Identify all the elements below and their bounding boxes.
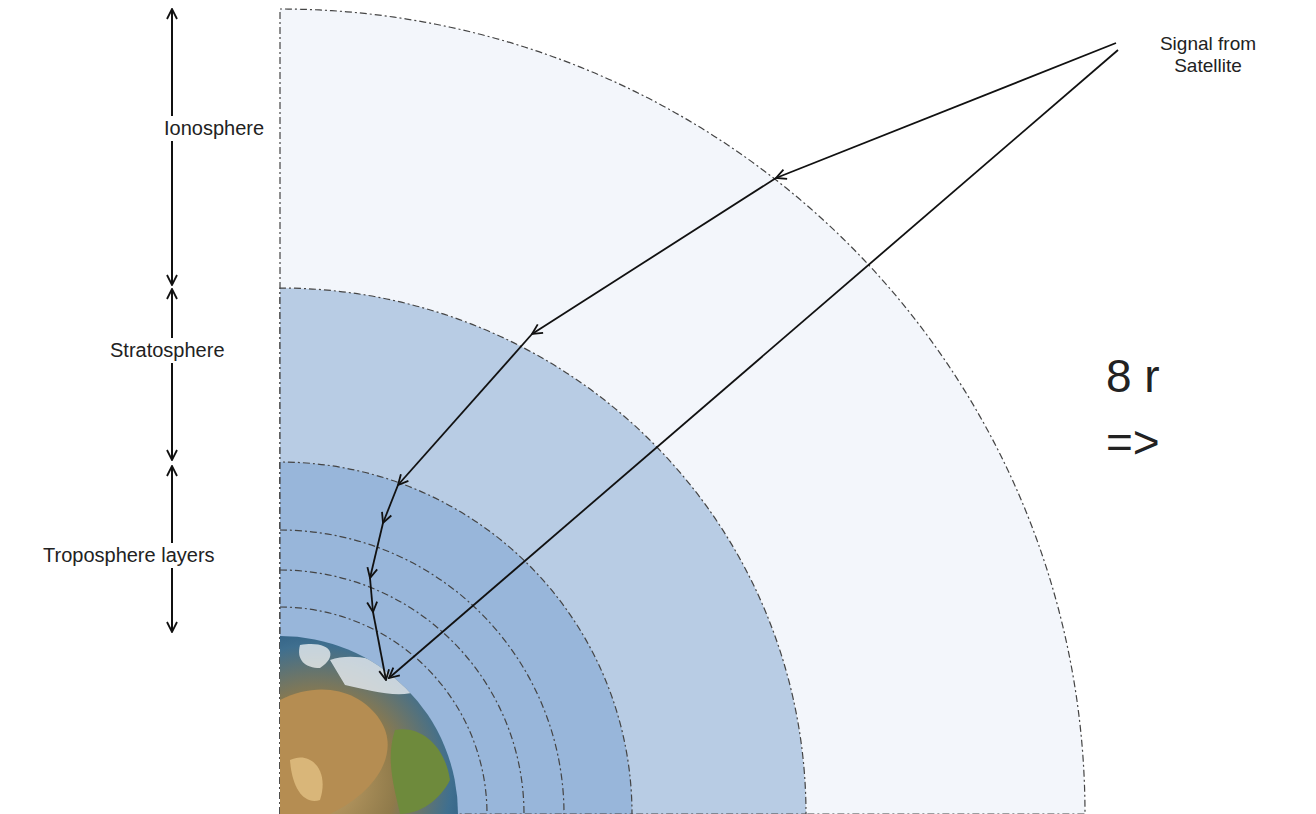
refracted-signal xyxy=(776,43,1116,178)
cut-off-text: 8 r xyxy=(1106,350,1160,403)
refracted-signal xyxy=(532,178,776,334)
atmosphere-bands xyxy=(280,9,1085,814)
layer-label: Troposphere layers xyxy=(40,543,218,568)
refracted-signal xyxy=(383,485,398,523)
refracted-signal xyxy=(370,578,373,612)
signal-paths xyxy=(370,43,1118,680)
ionosphere-extent xyxy=(171,9,173,285)
stratosphere-band xyxy=(280,288,806,814)
cut-off-text: => xyxy=(1106,416,1160,469)
refracted-signal xyxy=(398,334,532,485)
layer-label: Stratosphere xyxy=(107,338,228,363)
layer-label: Ionosphere xyxy=(161,116,267,141)
earth-picture xyxy=(280,636,460,814)
signal-label: Signal from Satellite xyxy=(1148,33,1268,77)
ionosphere-band xyxy=(280,9,1085,814)
troposphere-layer xyxy=(280,570,524,814)
stratosphere-extent xyxy=(171,289,173,460)
refracted-signal xyxy=(370,523,383,578)
straight-signal xyxy=(389,50,1118,678)
layer-extent-arrows xyxy=(171,9,173,632)
refracted-signal xyxy=(373,612,386,680)
